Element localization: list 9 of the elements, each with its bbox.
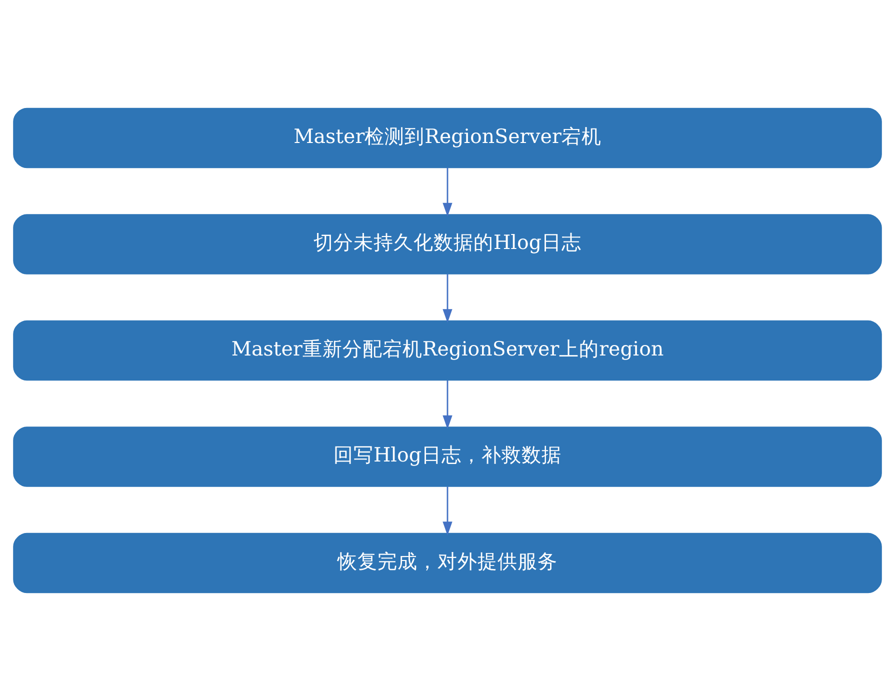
arrow xyxy=(442,274,452,322)
arrow xyxy=(442,167,452,216)
arrow xyxy=(442,486,452,535)
node-box: 恢复完成，对外提供服务 xyxy=(12,532,882,593)
node-box: 回写Hlog日志，补救数据 xyxy=(12,426,882,486)
node-box: Master检测到RegionServer宕机 xyxy=(12,107,882,168)
node-box: Master重新分配宕机RegionServer上的region xyxy=(12,320,882,380)
node-box: 切分未持久化数据的Hlog日志 xyxy=(12,214,882,274)
arrow xyxy=(442,380,452,429)
